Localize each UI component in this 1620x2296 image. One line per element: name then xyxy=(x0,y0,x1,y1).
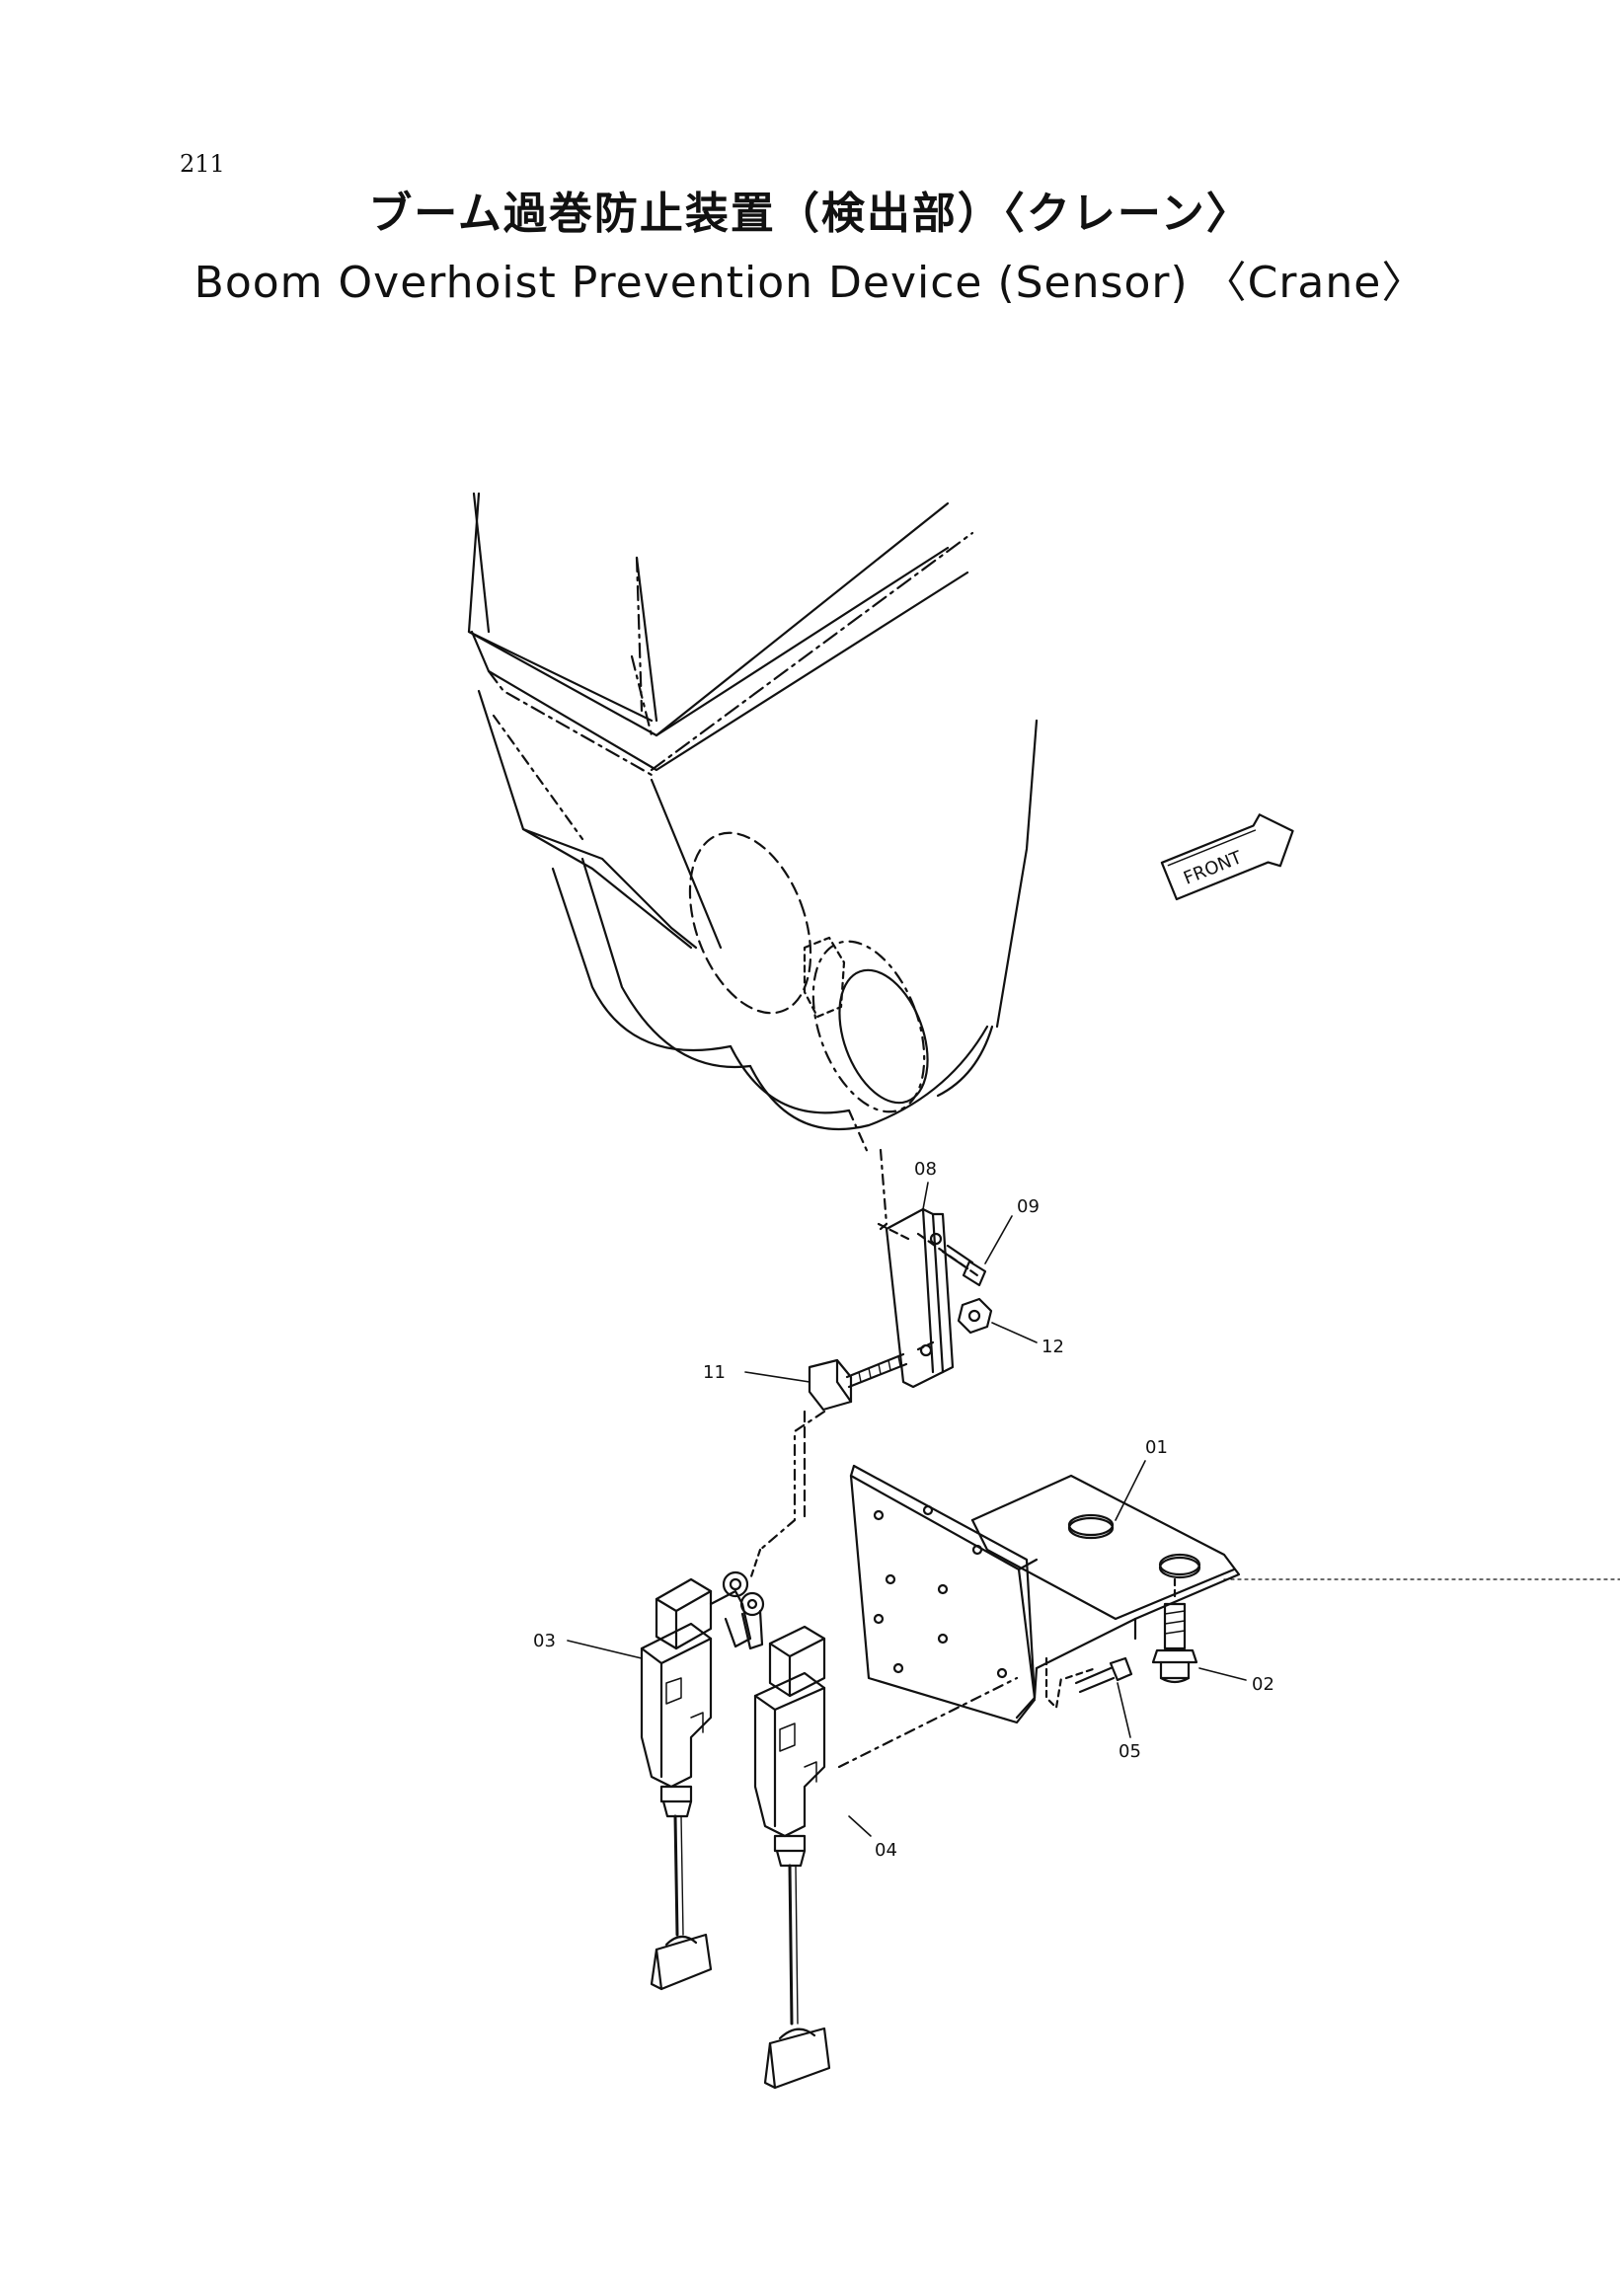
title-english: Boom Overhoist Prevention Device (Sensor… xyxy=(193,258,1427,308)
title-japanese: ブーム過巻防止装置（検出部）〈クレーン〉 xyxy=(368,189,1252,239)
bracket-08 xyxy=(877,1148,993,1389)
callout-08: 08 xyxy=(914,1159,937,1180)
callout-05: 05 xyxy=(1119,1741,1141,1762)
callout-04: 04 xyxy=(875,1840,897,1861)
front-arrow-sign: FRONT xyxy=(1160,813,1294,901)
callout-02: 02 xyxy=(1252,1674,1274,1695)
limit-switch-04 xyxy=(748,1548,1019,2090)
mounting-bracket-01 xyxy=(849,1464,1620,1724)
callout-09: 09 xyxy=(1017,1196,1040,1217)
page-number: 211 xyxy=(180,150,225,178)
callout-11: 11 xyxy=(703,1362,726,1383)
adjuster-bolt-11 xyxy=(758,1340,935,1552)
boom-structure xyxy=(467,492,1039,1157)
bolt-02 xyxy=(1151,1577,1198,1684)
bolt-05 xyxy=(1064,1656,1133,1694)
callout-12: 12 xyxy=(1041,1337,1064,1357)
leader-lines xyxy=(567,1182,1247,1837)
callout-03: 03 xyxy=(533,1631,556,1651)
callout-01: 01 xyxy=(1145,1437,1168,1458)
limit-switch-03 xyxy=(640,1570,765,1991)
